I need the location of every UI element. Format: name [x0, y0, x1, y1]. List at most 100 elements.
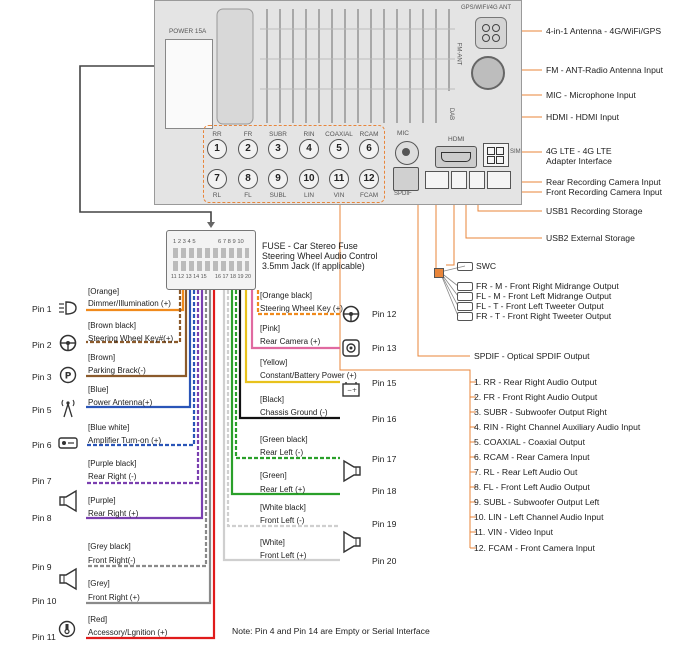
rca-list-item: 10. LIN - Left Channel Audio Input	[474, 512, 604, 522]
rca-label-fl: FL	[244, 192, 252, 199]
connector-bottom-left-nums: 11 12 13 14 15	[171, 274, 207, 280]
wire-color-pin9: [Grey black]	[88, 542, 131, 551]
left-wires	[86, 290, 216, 640]
fr-m-plug[interactable]	[457, 282, 473, 291]
wire-pin20	[222, 290, 340, 562]
pin-label-19: Pin 19	[372, 519, 397, 529]
label-antenna: 4-in-1 Antenna - 4G/WiFi/GPS	[546, 26, 662, 36]
rca-jack-6[interactable]: 6	[359, 139, 379, 159]
parking-brake-icon: P	[59, 366, 77, 389]
wire-color-pin20: [White]	[260, 538, 285, 547]
connector-pins-top	[173, 248, 249, 258]
connector-top-left-nums: 1 2 3 4 5	[173, 239, 196, 245]
fl-m-plug[interactable]	[457, 292, 473, 301]
rca-jack-1[interactable]: 1	[207, 139, 227, 159]
battery-icon: −+	[342, 380, 360, 403]
mic-port[interactable]	[395, 141, 419, 165]
power-label: POWER 15A	[169, 28, 207, 35]
pin-label-12: Pin 12	[372, 309, 397, 319]
wire-pin5	[86, 290, 192, 409]
lte-port[interactable]	[483, 143, 509, 167]
dab-label: DAB	[448, 107, 455, 121]
wire-pin8	[86, 290, 204, 520]
pin-label-18: Pin 18	[372, 486, 397, 496]
harness-connector[interactable]: 1 2 3 4 5 6 7 8 9 10 11 12 13 14 15 16 1…	[166, 230, 256, 290]
svg-text:−: −	[347, 387, 352, 394]
rca-list-item: 9. SUBL - Subwoofer Output Left	[474, 497, 600, 507]
rca-jack-11[interactable]: 11	[329, 169, 349, 189]
rca-jack-12[interactable]: 12	[359, 169, 379, 189]
rca-jack-2[interactable]: 2	[238, 139, 258, 159]
svg-text:+: +	[352, 387, 357, 394]
wire-color-pin12: [Orange black]	[260, 291, 313, 300]
wire-pin11	[86, 290, 216, 640]
rca-jack-8[interactable]: 8	[238, 169, 258, 189]
pin-label-8: Pin 8	[32, 513, 52, 523]
power-port[interactable]	[165, 39, 213, 129]
wire-pin6	[86, 290, 196, 447]
pin-label-5: Pin 5	[32, 405, 52, 415]
pin-label-7: Pin 7	[32, 476, 52, 486]
rca-jack-5[interactable]: 5	[329, 139, 349, 159]
wire-pin3	[86, 290, 188, 378]
wire-color-pin18: [Green]	[260, 471, 287, 480]
rca-jack-9[interactable]: 9	[268, 169, 288, 189]
rca-jack-4[interactable]: 4	[299, 139, 319, 159]
fuse-label-3: 3.5mm Jack (If applicable)	[262, 261, 365, 271]
mic-label: MIC	[397, 130, 409, 137]
label-fl-m: FL - M - Front Left Midrange Output	[476, 291, 612, 301]
rca-label-lin: LIN	[304, 192, 314, 199]
wire-func-pin20: Front Left (+)	[260, 551, 307, 560]
rca-jack-3[interactable]: 3	[268, 139, 288, 159]
wire-pin1	[86, 290, 185, 312]
rca-list-item: 12. FCAM - Front Camera Input	[474, 543, 595, 553]
fm-antenna-port[interactable]	[471, 56, 505, 90]
wire-color-pin17: [Green black]	[260, 435, 308, 444]
fl-t-plug[interactable]	[457, 302, 473, 311]
pin-label-10: Pin 10	[32, 596, 57, 606]
rca-panel	[203, 125, 385, 203]
pin-label-20: Pin 20	[372, 556, 397, 566]
illumination-icon	[58, 300, 80, 321]
rca-jack-10[interactable]: 10	[299, 169, 319, 189]
label-usb2: USB2 External Storage	[546, 233, 635, 243]
rca-label-subl: SUBL	[269, 192, 287, 199]
label-lte-2: Adapter Interface	[546, 156, 612, 166]
usb-port-4[interactable]	[487, 171, 511, 189]
wire-color-pin11: [Red]	[88, 615, 108, 624]
antenna-port[interactable]	[475, 17, 507, 49]
usb-port-2[interactable]	[451, 171, 467, 189]
connector-bottom-right-nums: 16 17 18 19 20	[215, 274, 251, 280]
wire-color-pin19: [White black]	[260, 503, 306, 512]
wire-func-pin9: Front Right(-)	[88, 556, 136, 565]
spdif-port[interactable]	[393, 167, 419, 191]
wire-func-pin10: Front Right (+)	[88, 593, 140, 602]
rca-jack-7[interactable]: 7	[207, 169, 227, 189]
wire-func-pin5: Power Antenna(+)	[88, 398, 153, 407]
label-swc: SWC	[476, 261, 497, 271]
swc-connector	[434, 268, 444, 278]
power-harness-wire	[79, 65, 212, 224]
pin-label-13: Pin 13	[372, 343, 397, 353]
swc-plug[interactable]	[457, 262, 473, 271]
usb-port-1[interactable]	[425, 171, 449, 189]
label-fl-t: FL - T - Front Left Tweeter Output	[476, 301, 604, 311]
wire-func-pin17: Rear Left (-)	[260, 448, 304, 457]
rca-label-rin: RIN	[303, 131, 315, 138]
label-fr-t: FR - T - Front Right Tweeter Output	[476, 311, 612, 321]
wire-func-pin13: Rear Camera (+)	[260, 337, 321, 346]
rca-label-subr: SUBR	[269, 131, 287, 138]
wire-func-pin2: Steering Wheel Key#(+)	[88, 334, 174, 343]
fr-t-plug[interactable]	[457, 312, 473, 321]
wire-pin10	[86, 290, 212, 605]
usb-port-3[interactable]	[469, 171, 485, 189]
wire-func-pin11: Accessory/Lgnition (+)	[88, 628, 168, 637]
hdmi-port[interactable]	[435, 146, 477, 168]
right-wires	[222, 290, 340, 562]
wire-color-pin5: [Blue]	[88, 385, 109, 394]
ignition-key-icon	[58, 620, 76, 643]
spdif-label: SPDIF	[394, 191, 412, 197]
label-hdmi: HDMI - HDMI Input	[546, 112, 620, 122]
label-usb1: USB1 Recording Storage	[546, 206, 643, 216]
antenna-port-label: GPS/WIFI/4G ANT	[461, 5, 512, 11]
